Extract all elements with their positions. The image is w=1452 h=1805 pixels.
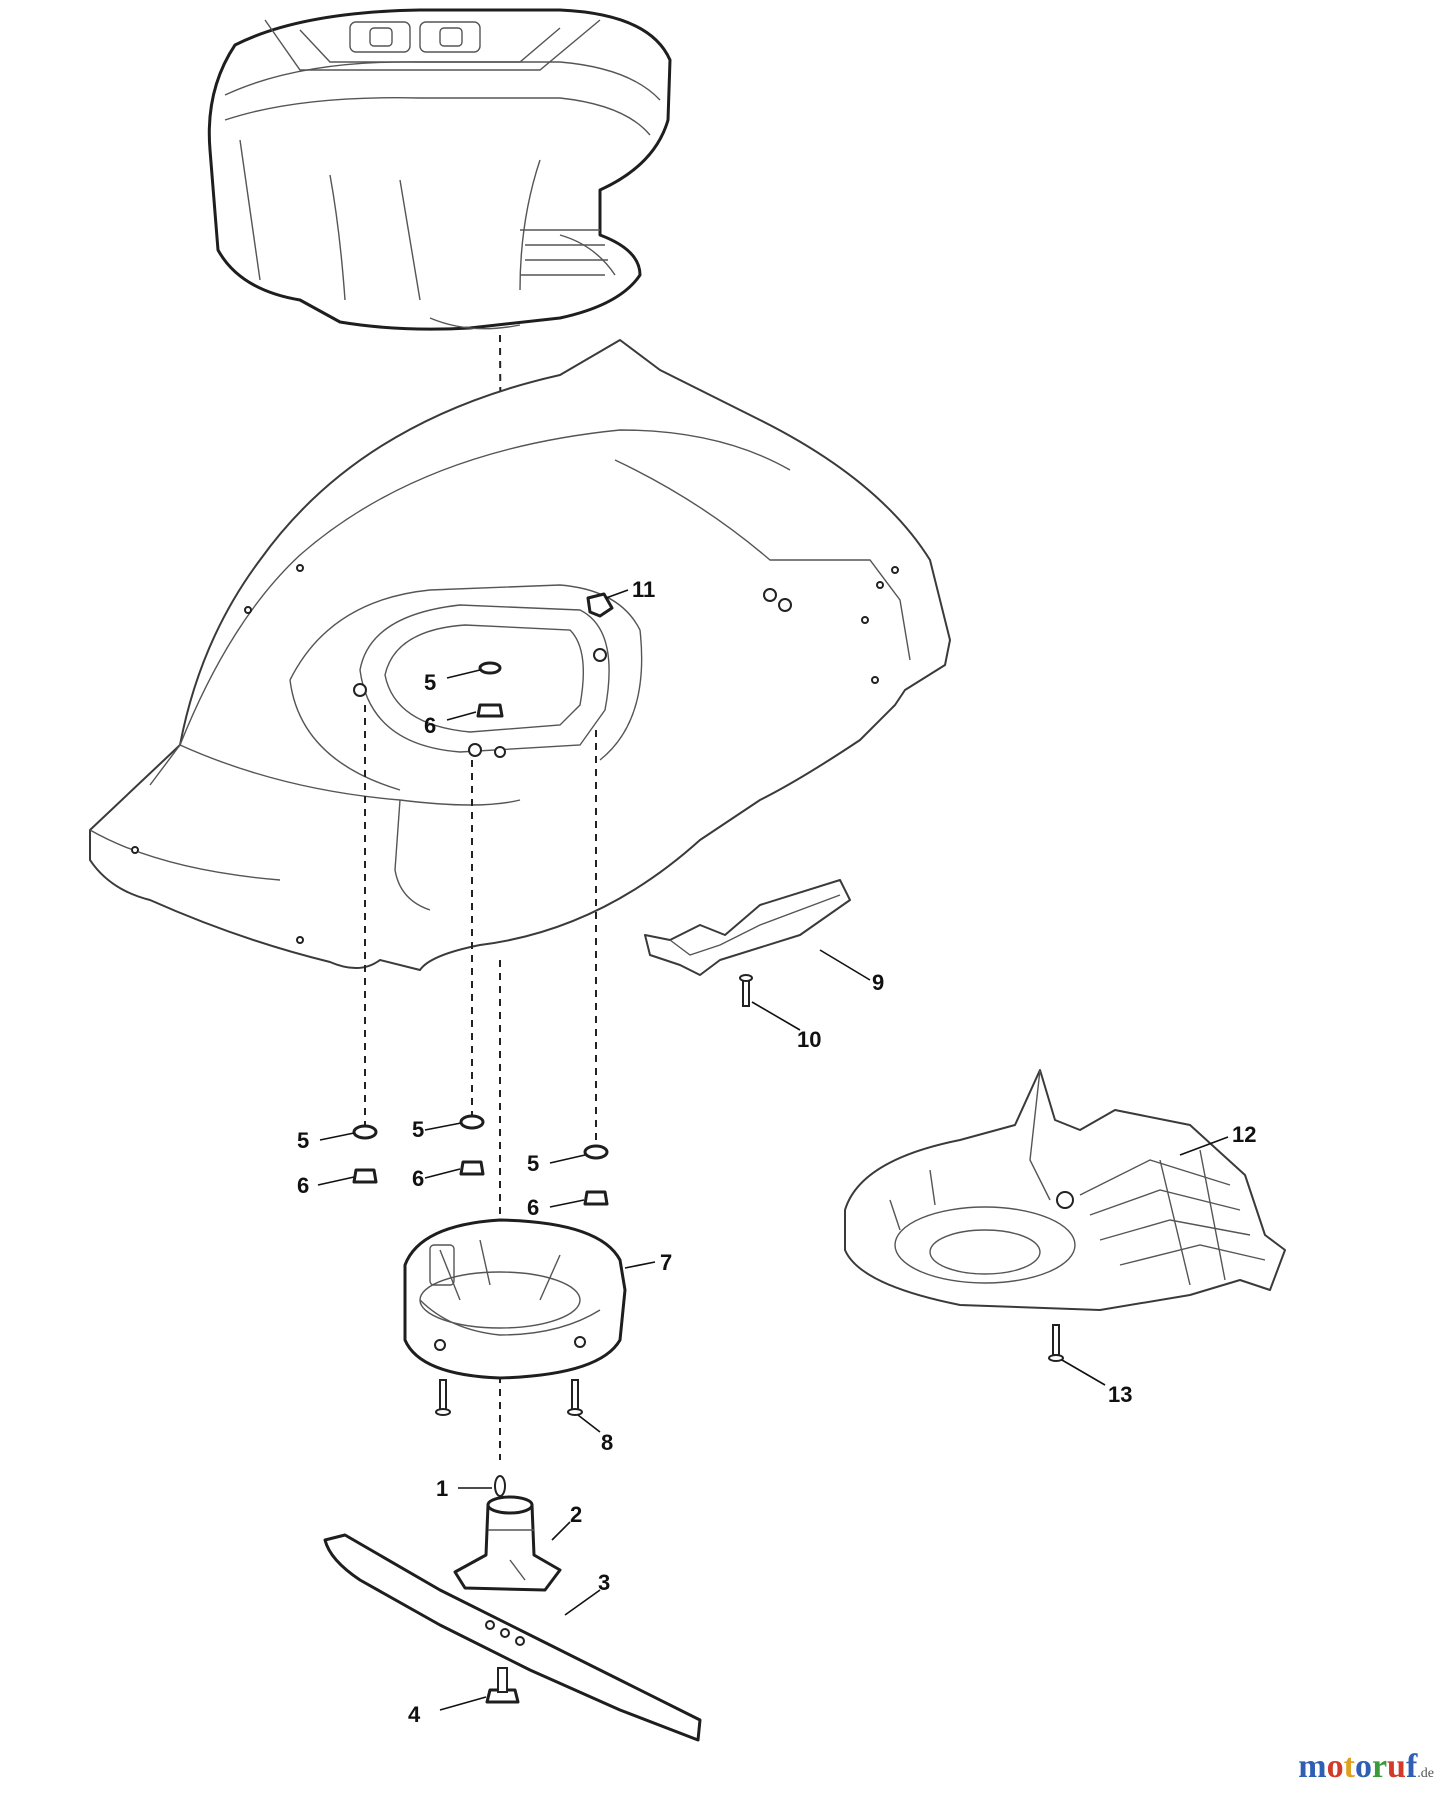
watermark-letter: o <box>1354 1748 1372 1785</box>
callout-4: 4 <box>408 1702 421 1727</box>
part-4-bolt-icon <box>485 1667 520 1704</box>
part-12-mulch-insert-icon <box>844 1069 1286 1311</box>
callout-5-left: 5 <box>297 1128 309 1153</box>
watermark-letter: u <box>1387 1748 1406 1785</box>
watermark-letter: o <box>1326 1748 1344 1785</box>
part-7-blade-housing-icon <box>403 1218 627 1380</box>
callout-1: 1 <box>436 1476 448 1501</box>
callout-6-deck: 6 <box>424 713 436 738</box>
part-11-clip-icon <box>586 592 614 618</box>
callout-10: 10 <box>797 1027 821 1052</box>
part-9-deflector-icon <box>644 879 851 976</box>
part-13-screw-icon <box>1048 1324 1064 1362</box>
blade-icon <box>323 1533 702 1742</box>
callout-9: 9 <box>872 970 884 995</box>
watermark-letter: r <box>1371 1748 1388 1785</box>
watermark-logo: motoruf.de <box>1298 1748 1434 1786</box>
callout-5-right: 5 <box>527 1151 539 1176</box>
callout-6-mid: 6 <box>412 1166 424 1191</box>
callout-6-left: 6 <box>297 1173 309 1198</box>
callout-6-right: 6 <box>527 1195 539 1220</box>
part-1-key-icon <box>494 1475 506 1497</box>
callout-12: 12 <box>1232 1122 1256 1147</box>
part-5-washer-icon <box>478 661 502 675</box>
callout-5-mid: 5 <box>412 1117 424 1142</box>
part-8-screw-icon <box>435 1379 583 1416</box>
part-6-nut-set-icon <box>352 1160 609 1206</box>
motor-housing-icon <box>207 8 672 331</box>
callout-11: 11 <box>632 577 655 602</box>
part-6-nut-icon <box>476 703 504 718</box>
callout-7: 7 <box>660 1250 672 1275</box>
watermark-suffix: .de <box>1417 1766 1434 1781</box>
callout-3: 3 <box>598 1570 610 1595</box>
part-2-blade-adapter-icon <box>453 1495 562 1592</box>
part-10-screw-icon <box>739 974 753 1007</box>
callout-5-deck: 5 <box>424 670 436 695</box>
watermark-letter: f <box>1405 1748 1418 1785</box>
watermark-letter: t <box>1343 1748 1355 1785</box>
callout-13: 13 <box>1108 1382 1132 1407</box>
watermark-letter: m <box>1298 1748 1327 1785</box>
mower-deck-icon <box>89 339 951 971</box>
part-5-washer-set-icon <box>352 1114 609 1160</box>
callout-8: 8 <box>601 1430 613 1455</box>
callout-2: 2 <box>570 1502 582 1527</box>
